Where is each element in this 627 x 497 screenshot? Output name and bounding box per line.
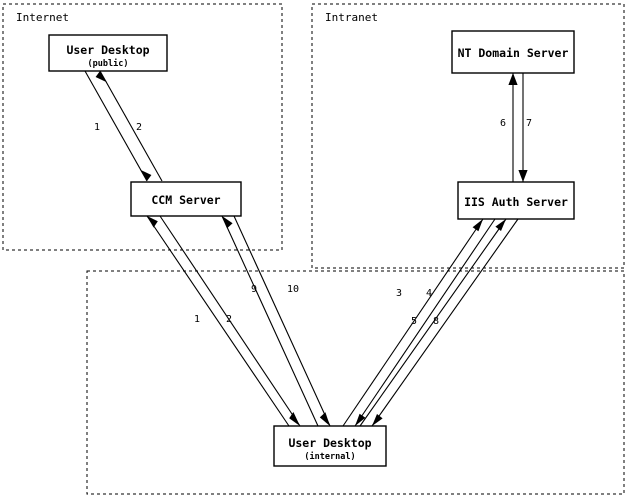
flow-internal-to-iis-3 <box>342 218 484 427</box>
flow-iis-to-nt-6 <box>508 73 518 182</box>
step-label-upper-left-2: 2 <box>136 122 142 133</box>
node-user-desktop-internal[interactable]: User Desktop (internal) <box>273 425 387 467</box>
step-label-mid-9: 9 <box>251 284 257 295</box>
iis-auth-server-label: IIS Auth Server <box>464 195 568 209</box>
step-label-right-8: 8 <box>433 316 439 327</box>
step-label-right-3: 3 <box>396 288 402 299</box>
step-label-lower-left-2: 2 <box>226 314 232 325</box>
user-desktop-public-box[interactable] <box>48 34 168 72</box>
node-user-desktop-public[interactable]: User Desktop (public) <box>48 34 168 72</box>
flow-internal-to-ccm <box>146 215 290 427</box>
flow-ccm-to-internal-10 <box>233 215 331 427</box>
flow-ccm-to-public <box>95 70 163 182</box>
zone-intranet-boundary <box>311 3 625 269</box>
step-label-lower-left-1: 1 <box>194 314 200 325</box>
flow-internal-to-ccm-9 <box>221 215 319 427</box>
flow-iis-to-internal-4 <box>354 218 496 427</box>
zone-label-intranet: Intranet <box>325 11 378 24</box>
step-label-vertical-6: 6 <box>500 118 506 129</box>
zone-internal-boundary <box>86 270 625 495</box>
zone-label-internet: Internet <box>16 11 69 24</box>
user-desktop-internal-sublabel: (internal) <box>304 451 355 462</box>
nt-domain-server-label: NT Domain Server <box>458 46 569 60</box>
ccm-server-label: CCM Server <box>151 193 220 207</box>
nt-domain-server-box[interactable] <box>451 30 575 74</box>
zone-internet-boundary <box>2 3 283 251</box>
flow-public-to-ccm <box>84 70 152 182</box>
ccm-server-box[interactable] <box>130 181 242 217</box>
user-desktop-internal-box[interactable] <box>273 425 387 467</box>
step-label-right-4: 4 <box>426 288 432 299</box>
user-desktop-internal-label: User Desktop <box>288 436 371 450</box>
flow-ccm-to-internal <box>159 215 301 427</box>
step-label-mid-10: 10 <box>287 284 299 295</box>
flow-iis-to-internal-8 <box>371 218 519 427</box>
node-ccm-server[interactable]: CCM Server <box>130 181 242 217</box>
user-desktop-public-label: User Desktop <box>66 43 149 57</box>
flow-internal-to-iis-5 <box>359 218 507 427</box>
node-iis-auth-server[interactable]: IIS Auth Server <box>457 181 575 220</box>
step-label-right-5: 5 <box>411 316 417 327</box>
flow-nt-to-iis-7 <box>518 73 528 182</box>
step-label-upper-left-1: 1 <box>94 122 100 133</box>
node-nt-domain-server[interactable]: NT Domain Server <box>451 30 575 74</box>
user-desktop-public-sublabel: (public) <box>88 58 129 69</box>
iis-auth-server-box[interactable] <box>457 181 575 220</box>
step-label-vertical-7: 7 <box>526 118 532 129</box>
